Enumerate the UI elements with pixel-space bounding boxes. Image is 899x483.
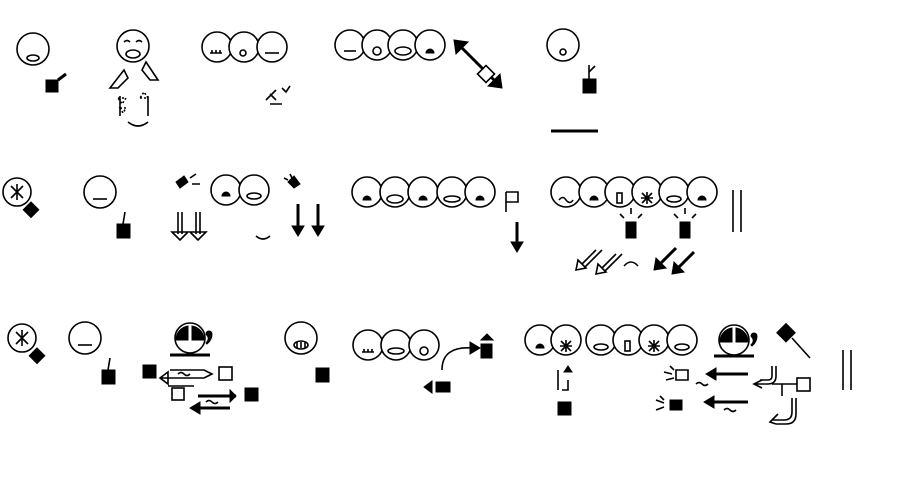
arrow-diagonal — [453, 39, 503, 89]
sign-hand-star-1 — [2, 177, 40, 219]
sign-arrows-down-pair — [170, 173, 325, 242]
sign-hand-star-2 — [7, 323, 46, 365]
sign-face-1 — [16, 32, 67, 93]
sign-flag-arrow — [505, 191, 524, 253]
sign-face-4 — [284, 321, 330, 383]
sign-face-grin — [108, 29, 160, 127]
sign-face-2 — [83, 175, 131, 239]
sign-face-sequence-6b — [524, 324, 748, 416]
sign-face-single — [546, 28, 598, 133]
sign-face-half-black-1 — [142, 322, 259, 415]
sign-face-3 — [68, 321, 116, 385]
sign-face-sequence-6 — [550, 176, 718, 276]
sign-face-sequence-4 — [334, 29, 446, 61]
sign-face-half-black-2 — [714, 322, 811, 425]
double-bar-1 — [732, 190, 742, 232]
sign-face-sequence-3b — [352, 329, 495, 394]
double-bar-2 — [842, 350, 852, 390]
sign-face-sequence-5 — [351, 176, 496, 208]
sign-face-sequence-3 — [201, 31, 291, 105]
